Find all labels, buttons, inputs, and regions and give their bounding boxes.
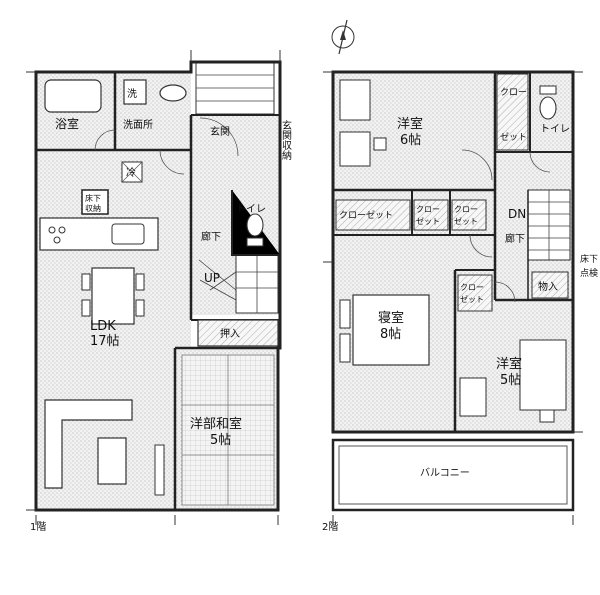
- room-b-name: 洋室: [496, 356, 522, 372]
- japanese-room-size: 5帖: [210, 433, 231, 448]
- closet-small1-label-b: ゼット: [416, 216, 440, 226]
- closet-mid-label-b: ゼット: [460, 294, 484, 304]
- coffee-table: [97, 437, 127, 485]
- ldk-size: 17帖: [90, 334, 120, 349]
- bedroom-name: 寝室: [378, 310, 404, 326]
- bed-room-a: [339, 79, 371, 121]
- room-a-name: 洋室: [397, 116, 423, 132]
- closet-top-label-b: ゼット: [500, 131, 527, 143]
- fridge-label: 冷: [126, 166, 136, 179]
- toilet-icon-2f: [539, 96, 557, 120]
- hall-label-1f: 廊下: [201, 230, 221, 243]
- closet-small2-label-a: クロー: [454, 205, 478, 214]
- hall-label-2f: 廊下: [505, 232, 525, 245]
- room-b-size: 5帖: [500, 373, 521, 388]
- oshiire-label: 押入: [220, 327, 240, 340]
- closet-top: [496, 73, 529, 151]
- bed-bedroom: [352, 294, 430, 366]
- bath-label: 浴室: [55, 116, 79, 131]
- wash-mark: 洗: [127, 88, 137, 100]
- underfloor-top-label: 床下: [85, 193, 101, 203]
- closet-wide-label: クローゼット: [339, 209, 393, 221]
- closet-wide: [335, 199, 411, 231]
- bed-room-b: [519, 339, 567, 411]
- balcony: [331, 438, 575, 512]
- closet-mid-label-a: クロー: [460, 283, 484, 292]
- floor2-label: 2階: [322, 521, 338, 533]
- north-compass-icon: [331, 19, 355, 55]
- washroom-label: 洗面所: [123, 119, 153, 131]
- storage-label: 物入: [538, 280, 558, 293]
- toilet-icon-1f: [246, 213, 264, 237]
- floor-1: 浴室 洗面所 洗 玄関 冷 床下 収納 廊下 トイレ UP LDK 17帖 押入…: [30, 60, 292, 533]
- dining-table: [91, 267, 135, 325]
- toilet-label-2f: トイレ: [540, 124, 570, 135]
- dn-label: DN: [508, 207, 526, 221]
- closet-small-2: [451, 199, 487, 231]
- washing-machine-icon: [123, 79, 147, 105]
- closet-top-label-a: クロー: [500, 87, 527, 98]
- japanese-room-name: 洋部和室: [190, 416, 242, 432]
- floor-2: 洋室 6帖 クロー ゼット トイレ クローゼット クロー ゼット クロー ゼット…: [322, 70, 598, 533]
- balcony-label: バルコニー: [420, 467, 470, 479]
- sofa: [44, 399, 133, 489]
- floor1-label: 1階: [30, 521, 46, 533]
- entrance-storage-label: 玄関収納: [280, 119, 292, 161]
- closet-small-1: [413, 199, 449, 231]
- closet-small1-label-a: クロー: [416, 205, 440, 214]
- tv-board: [154, 444, 165, 496]
- closet-mid: [457, 274, 493, 312]
- closet-small2-label-b: ゼット: [454, 216, 478, 226]
- bathtub-icon: [44, 79, 102, 113]
- underfloor-bottom-label: 収納: [85, 203, 101, 213]
- underfloor-storage-box: [81, 189, 109, 215]
- desk-room-a: [339, 131, 371, 167]
- underfloor-hatch-label-b: 点検: [580, 267, 598, 279]
- sink-icon: [159, 84, 187, 102]
- storage-box: [531, 271, 569, 299]
- kitchen-counter: [39, 217, 159, 251]
- entrance-label: 玄関: [210, 125, 230, 138]
- room-a-size: 6帖: [400, 133, 421, 148]
- ldk-name: LDK: [90, 319, 116, 334]
- oshiire-closet: [197, 319, 279, 347]
- desk-room-b: [459, 377, 487, 417]
- toilet-label-1f: トイレ: [236, 204, 266, 215]
- bedroom-size: 8帖: [380, 327, 401, 342]
- underfloor-hatch-label-a: 床下: [580, 253, 598, 265]
- up-label: UP: [204, 271, 220, 285]
